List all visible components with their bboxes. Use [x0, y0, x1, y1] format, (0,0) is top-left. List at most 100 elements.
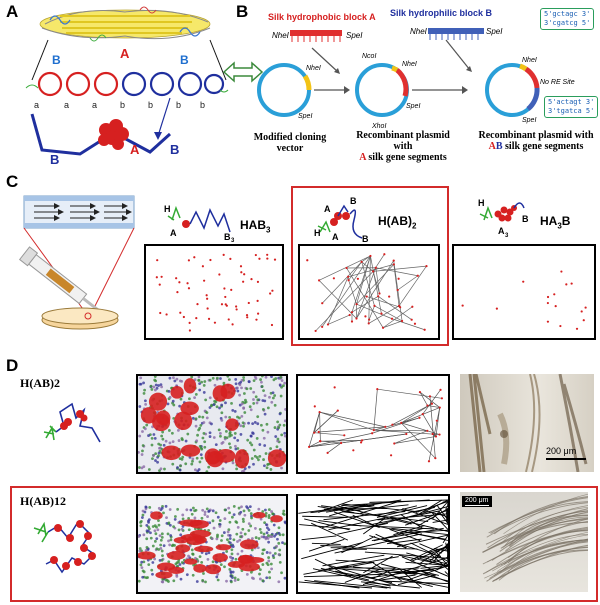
hab3-network-plot [144, 244, 284, 340]
sim-particle [200, 516, 204, 520]
sim-particle [216, 515, 220, 519]
sim-particle [159, 383, 163, 387]
network-link [398, 265, 427, 307]
sim-particle [229, 556, 233, 559]
sim-particle [233, 576, 237, 580]
sim-particle [219, 377, 222, 380]
network-node [388, 295, 391, 298]
network-link [392, 403, 433, 425]
sim-particle [260, 385, 264, 388]
network-node [318, 439, 322, 443]
sim-particle [166, 532, 170, 536]
sim-particle [171, 462, 175, 466]
scale-label-2: 200 μm [465, 497, 489, 504]
scale-label-1: 200 μm [546, 446, 577, 456]
sim-particle [151, 525, 155, 528]
sim-particle [272, 523, 276, 527]
sim-particle [222, 381, 226, 385]
network-node [326, 323, 330, 326]
network-link [318, 280, 357, 319]
fiber-strand [482, 521, 588, 553]
network-node [239, 265, 243, 268]
chain-label-5: b [148, 100, 153, 110]
sim-particle [260, 376, 264, 378]
sim-particle [208, 378, 212, 382]
mesh-link [311, 542, 341, 545]
sim-cluster [212, 553, 228, 562]
block-b-right-label: B [180, 53, 189, 67]
network-node [364, 315, 367, 318]
fiber-strand [503, 493, 588, 534]
sim-particle [274, 435, 278, 438]
mesh-link [352, 514, 376, 527]
network-node [378, 292, 381, 295]
sim-particle [185, 508, 189, 512]
sim-particle [198, 426, 202, 430]
sim-particle [140, 453, 144, 456]
mesh-link [432, 519, 449, 523]
network-node [206, 307, 209, 310]
sim-particle [157, 506, 161, 510]
mesh-link [407, 506, 435, 514]
sim-particle [202, 431, 206, 435]
network-link [341, 433, 407, 444]
sim-particle [267, 516, 271, 520]
hab2-mol-a2: A [332, 232, 339, 242]
sim-particle [238, 393, 241, 397]
network-node [584, 306, 587, 309]
sim-cluster [180, 444, 201, 457]
mesh-link [412, 532, 446, 540]
sim-particle [203, 440, 207, 444]
sim-particle [220, 539, 223, 542]
sim-particle [200, 560, 204, 564]
sim-particle [198, 382, 202, 386]
sim-particle [261, 552, 264, 555]
sim-particle [276, 420, 280, 424]
sim-particle [235, 532, 239, 536]
network-node [430, 402, 434, 405]
network-node [546, 320, 550, 323]
sim-particle [190, 376, 194, 379]
sim-cluster [161, 445, 182, 461]
sim-particle [259, 378, 262, 381]
sim-particle [198, 555, 202, 559]
sim-cluster [156, 410, 171, 426]
network-node [218, 273, 221, 276]
sim-particle [190, 512, 194, 516]
sim-particle [148, 506, 152, 509]
caption-plasmid-a: Recombinant plasmid with A silk gene seg… [356, 130, 450, 163]
sim-particle [223, 435, 227, 439]
sim-particle [161, 554, 164, 558]
sim-particle [252, 448, 256, 452]
fiber-strand [500, 506, 588, 545]
sim-particle [157, 451, 161, 455]
network-node [176, 291, 179, 294]
chain-label-6: b [176, 100, 181, 110]
sim-particle [281, 512, 285, 515]
network-node [257, 312, 260, 315]
network-link [368, 305, 375, 320]
network-node [317, 279, 321, 282]
sim-particle [247, 509, 251, 512]
mesh-link [361, 581, 420, 589]
network-node [332, 277, 335, 280]
sim-particle [283, 381, 286, 385]
network-node [158, 283, 161, 286]
sim-particle [277, 531, 281, 535]
sim-cluster [140, 407, 157, 424]
network-node [413, 322, 417, 325]
fiber-strand [492, 534, 588, 572]
sim-particle [236, 552, 240, 556]
sim-particle [139, 382, 143, 386]
network-node [377, 295, 380, 298]
sim-particle [247, 522, 251, 526]
network-node [345, 266, 348, 270]
sim-particle [199, 453, 203, 457]
network-node [368, 318, 371, 321]
mesh-link [445, 508, 449, 525]
sim-particle [154, 532, 158, 536]
sim-particle [253, 454, 257, 458]
sim-particle [167, 539, 170, 543]
sim-particle [225, 579, 228, 583]
sim-particle [145, 423, 149, 427]
